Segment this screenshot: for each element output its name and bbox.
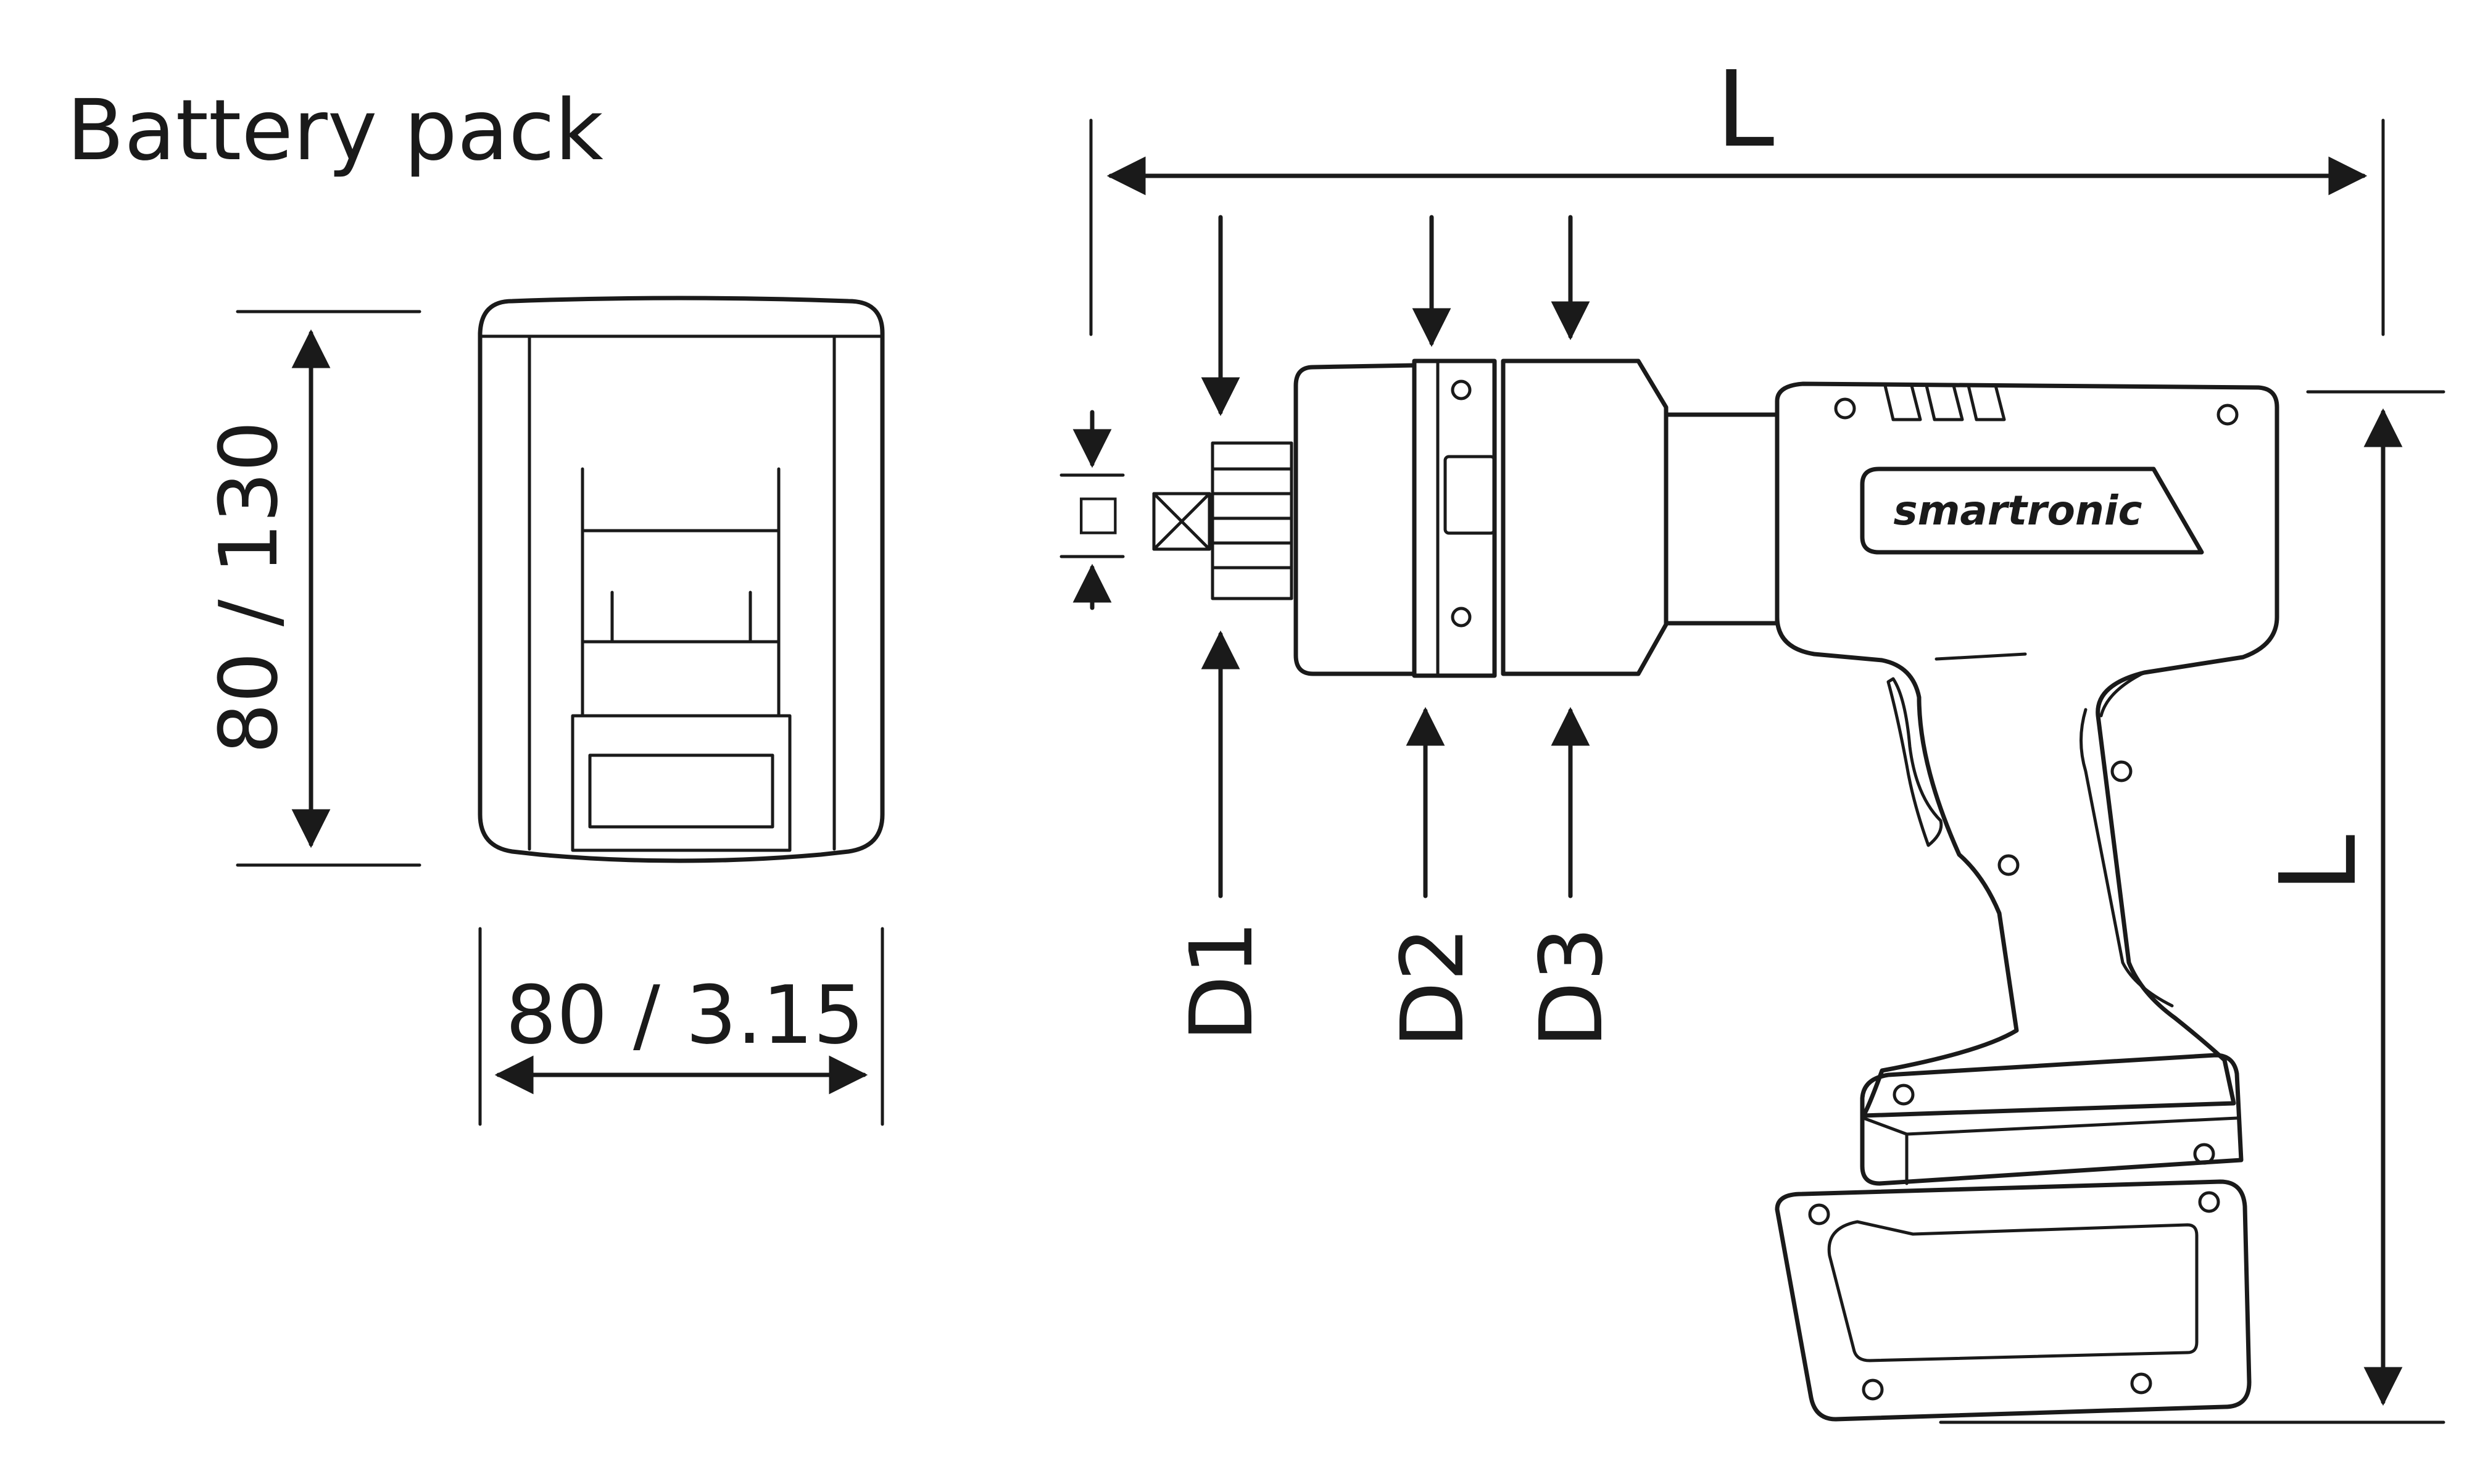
diameter-callouts <box>1201 215 1590 898</box>
tool-length-dimension <box>1089 118 2385 336</box>
square-drive <box>1059 410 1211 610</box>
battery-height-dimension <box>236 310 421 867</box>
d3-label: D3 <box>1522 927 1622 1048</box>
tool-body <box>1211 359 2279 1422</box>
battery-outline <box>478 296 885 863</box>
battery-title: Battery pack <box>67 82 603 180</box>
battery-width-dimension <box>478 927 884 1126</box>
tool-height-label: L <box>2258 835 2380 893</box>
square-drive-symbol: □ <box>1067 493 1122 539</box>
tool-height-dimension <box>1939 390 2445 1424</box>
brand-logo: smartronic <box>1893 487 2142 534</box>
d1-label: D1 <box>1172 921 1272 1042</box>
battery-height-label: 80 / 130 <box>202 421 296 754</box>
tool-length-label: L <box>1716 49 1775 171</box>
battery-width-label: 80 / 3.15 <box>505 968 864 1062</box>
d2-label: D2 <box>1383 927 1483 1048</box>
